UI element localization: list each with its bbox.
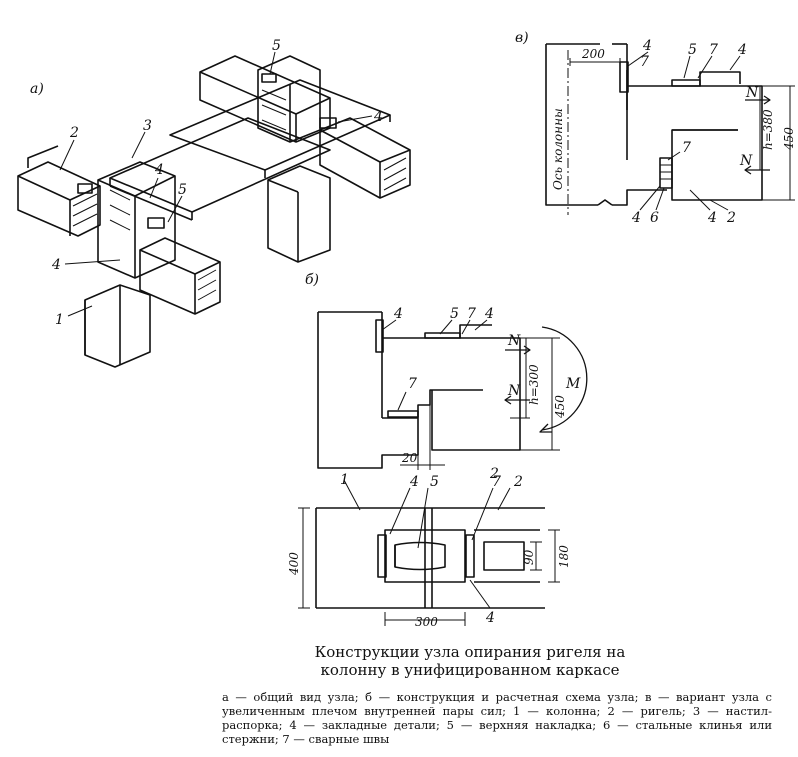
- beam-left: [17, 161, 101, 237]
- label-v-h: h=380: [761, 109, 775, 150]
- column-front: [84, 284, 151, 368]
- caption-title-line2: колонну в унифицированном каркасе: [320, 661, 620, 679]
- label-p-2: 2: [513, 474, 523, 490]
- caption-title-line1: Конструкции узла опирания ригеля на: [314, 643, 626, 661]
- figure-labels: а) б) в) 2 3 4 5 4 1 5 4 200 4 7 5 7 4 N…: [30, 30, 796, 629]
- label-v-7c: 7: [682, 140, 691, 156]
- label-v-200: 200: [581, 47, 605, 61]
- slab-3: [109, 117, 331, 213]
- label-b-M: M: [565, 376, 581, 392]
- figure-a-leaders: [59, 51, 373, 317]
- label-b-4b: 4: [484, 306, 494, 322]
- label-fig-v: в): [515, 30, 529, 46]
- slab-rear: [169, 79, 391, 171]
- label-b-N2: N: [507, 383, 521, 399]
- label-p-300: 300: [415, 615, 438, 629]
- beam-rear-right: [319, 117, 411, 199]
- column-rear: [267, 165, 331, 263]
- beam-front-right: [139, 237, 221, 315]
- label-b-7b: 7: [408, 376, 417, 392]
- label-v-7b: 7: [709, 42, 718, 58]
- label-a-3: 3: [143, 118, 152, 134]
- figure-b-section: [317, 311, 588, 470]
- label-v-2: 2: [726, 210, 736, 226]
- label-a-4-lower: 4: [51, 257, 61, 273]
- label-b-2: 2: [489, 466, 499, 482]
- figure-v-section: [545, 43, 795, 215]
- label-b-5: 5: [450, 306, 459, 322]
- caption-body: а — общий вид узла; б — конструкция и ра…: [222, 690, 772, 746]
- label-fig-b: б): [305, 272, 319, 288]
- label-a-5-top: 5: [272, 38, 281, 54]
- label-p-4: 4: [409, 474, 419, 490]
- b-beam-outline: [431, 337, 521, 451]
- beam-back: [199, 55, 331, 143]
- beam-end-hatching: [72, 189, 217, 301]
- label-v-4b: 4: [737, 42, 747, 58]
- label-b-N1: N: [507, 333, 521, 349]
- label-p-5: 5: [430, 474, 439, 490]
- label-v-450: 450: [782, 127, 796, 151]
- label-b-7a: 7: [467, 306, 476, 322]
- label-a-4: 4: [154, 162, 164, 178]
- label-v-4a: 4: [642, 38, 652, 54]
- label-b-h: h=300: [527, 364, 541, 405]
- label-p-180: 180: [557, 545, 571, 568]
- label-v-5: 5: [688, 42, 697, 58]
- label-b-20: 20: [401, 451, 418, 465]
- label-v-7a: 7: [640, 54, 649, 70]
- figure-a-isometric: [17, 51, 411, 368]
- label-b-4a: 4: [393, 306, 403, 322]
- label-b-450: 450: [553, 395, 567, 419]
- label-fig-a: а): [30, 81, 44, 97]
- label-p-7: 7: [492, 474, 501, 490]
- label-b-1: 1: [340, 472, 349, 488]
- label-a-2: 2: [69, 125, 79, 141]
- label-v-6: 6: [650, 210, 659, 226]
- label-p-4b: 4: [485, 610, 495, 626]
- label-p-90: 90: [522, 549, 536, 565]
- label-a-1: 1: [55, 312, 64, 328]
- label-v-4c: 4: [631, 210, 641, 226]
- caption-title: Конструкции узла опирания ригеля на коло…: [290, 643, 650, 679]
- label-a-5: 5: [178, 182, 187, 198]
- label-a-4-right: 4: [373, 109, 383, 125]
- label-v-4d: 4: [707, 210, 717, 226]
- v-column-outline: [545, 44, 598, 206]
- b-column-outline: [317, 312, 483, 469]
- label-v-axis: Ось колонны: [551, 108, 565, 190]
- label-v-N2: N: [739, 153, 753, 169]
- label-p-400: 400: [287, 552, 301, 576]
- figure-b-plan: [298, 479, 560, 626]
- label-v-N1: N: [745, 85, 759, 101]
